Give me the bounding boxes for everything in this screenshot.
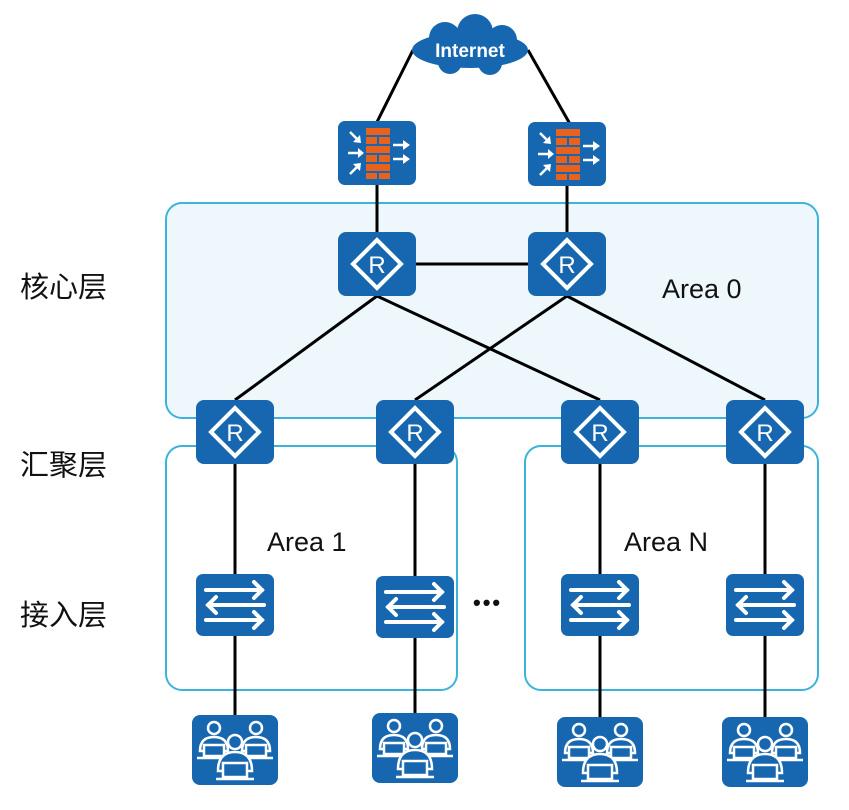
access-switch-icon[interactable] [561, 574, 639, 636]
internet-cloud-icon [412, 14, 528, 75]
core-router-icon[interactable] [338, 232, 416, 296]
core-layer-label: 核心层 [20, 270, 108, 304]
area-0-label: Area 0 [662, 274, 742, 304]
access-switch-icon[interactable] [196, 574, 274, 636]
user-group-icon[interactable] [722, 717, 808, 787]
area-1-label: Area 1 [267, 527, 347, 557]
firewall-icon[interactable] [338, 121, 416, 185]
internet-label: Internet [435, 41, 505, 62]
access-layer-label: 接入层 [20, 598, 108, 632]
distribution-layer-label: 汇聚层 [20, 448, 108, 482]
link-internet-fw2 [526, 49, 572, 125]
user-group-icon[interactable] [372, 713, 458, 783]
access-switch-icon[interactable] [376, 576, 454, 638]
access-switch-icon[interactable] [726, 574, 804, 636]
link-internet-fw1 [375, 49, 415, 123]
area-1-region [165, 445, 458, 691]
area-n-label: Area N [624, 527, 709, 557]
core-router-icon[interactable] [528, 232, 606, 296]
distribution-router-icon[interactable] [726, 400, 804, 464]
firewall-icon[interactable] [528, 122, 606, 186]
ellipsis: ••• [473, 590, 503, 615]
link-core2-dist2 [414, 294, 568, 402]
distribution-router-icon[interactable] [561, 400, 639, 464]
distribution-router-icon[interactable] [196, 400, 274, 464]
distribution-router-icon[interactable] [376, 400, 454, 464]
user-group-icon[interactable] [192, 715, 278, 785]
link-core2-dist4 [566, 294, 766, 402]
link-core1-dist1 [234, 294, 378, 402]
area-0-region [165, 202, 819, 419]
user-group-icon[interactable] [557, 717, 643, 787]
area-n-region [524, 445, 819, 691]
